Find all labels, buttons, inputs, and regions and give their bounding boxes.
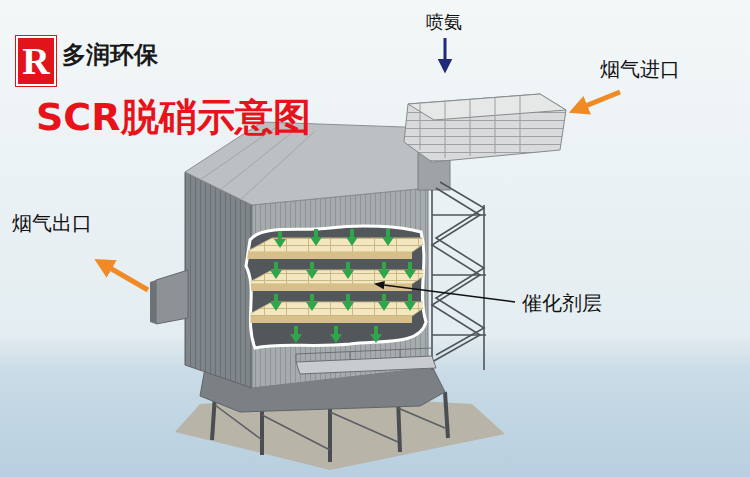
brand-name: 多润环保 — [62, 42, 158, 70]
catalyst-layer-label: 催化剂层 — [522, 292, 602, 315]
gas-inlet-label: 烟气进口 — [600, 58, 680, 81]
diagram-title: SCR脱硝示意图 — [36, 96, 311, 140]
logo-box: R — [16, 36, 56, 86]
logo-letter: R — [22, 42, 49, 80]
gas-outlet-label: 烟气出口 — [12, 212, 92, 235]
ammonia-injection-label: 喷氨 — [426, 12, 462, 33]
